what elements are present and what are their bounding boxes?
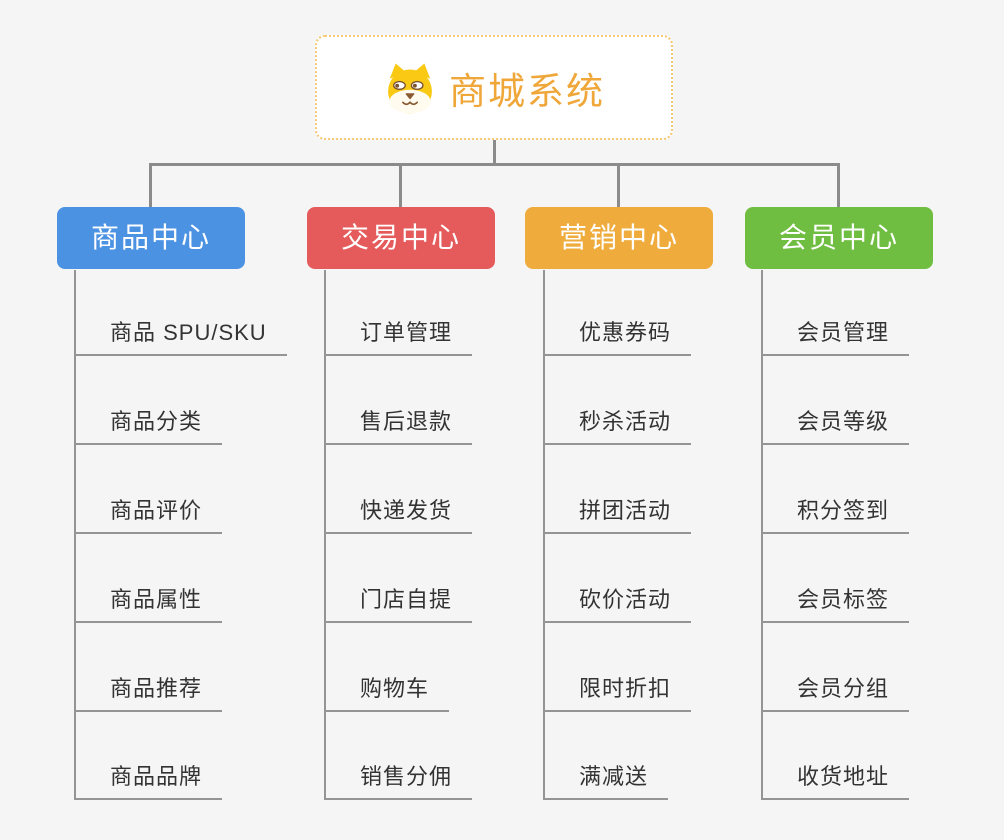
branch-4-trunk-line xyxy=(761,270,763,800)
leaf-node[interactable]: 售后退款 xyxy=(324,409,473,445)
leaf-node[interactable]: 商品属性 xyxy=(74,587,223,623)
leaf-node[interactable]: 门店自提 xyxy=(324,587,473,623)
leaf-node[interactable]: 商品品牌 xyxy=(74,764,223,800)
leaf-node[interactable]: 会员等级 xyxy=(761,409,910,445)
root-title: 商城系统 xyxy=(449,70,605,112)
leaf-node[interactable]: 商品分类 xyxy=(74,409,223,445)
connector-root-vertical xyxy=(493,140,496,166)
leaf-node[interactable]: 购物车 xyxy=(324,676,450,712)
leaf-node[interactable]: 商品推荐 xyxy=(74,676,223,712)
leaf-node[interactable]: 商品 SPU/SKU xyxy=(74,320,287,356)
branch-node-marketing-center[interactable]: 营销中心 xyxy=(525,207,713,269)
leaf-node[interactable]: 会员管理 xyxy=(761,320,910,356)
leaf-node[interactable]: 快递发货 xyxy=(324,498,473,534)
leaf-node[interactable]: 拼团活动 xyxy=(543,498,692,534)
leaf-node[interactable]: 会员分组 xyxy=(761,676,910,712)
leaf-node[interactable]: 砍价活动 xyxy=(543,587,692,623)
leaf-node[interactable]: 限时折扣 xyxy=(543,676,692,712)
connector-drop-branch-2 xyxy=(399,163,402,207)
branch-node-trade-center[interactable]: 交易中心 xyxy=(307,207,495,269)
leaf-node[interactable]: 秒杀活动 xyxy=(543,409,692,445)
leaf-node[interactable]: 商品评价 xyxy=(74,498,223,534)
connector-horizontal-bus xyxy=(150,163,839,166)
leaf-node[interactable]: 积分签到 xyxy=(761,498,910,534)
leaf-node[interactable]: 优惠券码 xyxy=(543,320,692,356)
leaf-node[interactable]: 收货地址 xyxy=(761,764,910,800)
root-node-mall-system[interactable]: 商城系统 xyxy=(315,35,673,140)
dog-face-icon xyxy=(388,63,432,113)
branch-2-trunk-line xyxy=(324,270,326,800)
leaf-node[interactable]: 满减送 xyxy=(543,764,669,800)
branch-node-member-center[interactable]: 会员中心 xyxy=(745,207,933,269)
connector-drop-branch-4 xyxy=(837,163,840,207)
leaf-node[interactable]: 订单管理 xyxy=(324,320,473,356)
branch-3-trunk-line xyxy=(543,270,545,800)
connector-drop-branch-1 xyxy=(149,163,152,207)
branch-1-trunk-line xyxy=(74,270,76,800)
branch-node-product-center[interactable]: 商品中心 xyxy=(57,207,245,269)
leaf-node[interactable]: 销售分佣 xyxy=(324,764,473,800)
leaf-node[interactable]: 会员标签 xyxy=(761,587,910,623)
connector-drop-branch-3 xyxy=(617,163,620,207)
